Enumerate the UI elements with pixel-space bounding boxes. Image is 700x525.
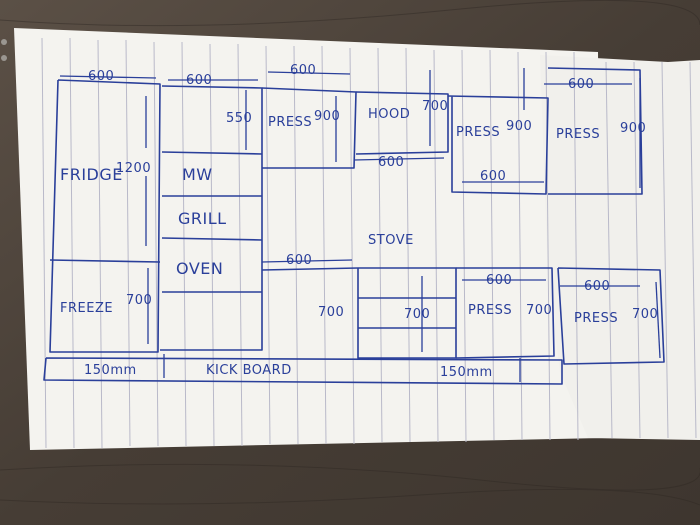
label-kickboard: KICK BOARD	[206, 363, 292, 378]
paper-sheet	[14, 28, 602, 450]
cabinet-outlines	[43, 67, 665, 385]
label-press-3: PRESS	[556, 127, 600, 142]
binder-holes	[1, 39, 7, 61]
label-freeze: FREEZE	[60, 301, 113, 316]
dim-fridge-width: 600	[88, 69, 114, 84]
wood-grain	[0, 0, 700, 506]
dim-press-right-height: 700	[632, 307, 658, 322]
dim-drawers-height: 700	[404, 307, 430, 322]
dim-press-2-width: 600	[480, 169, 506, 184]
dim-press-base-height: 700	[526, 303, 552, 318]
dim-kick-left: 150mm	[84, 363, 137, 378]
dim-press-2-height: 900	[506, 119, 532, 134]
dim-press-1-height: 900	[314, 109, 340, 124]
label-mw: MW	[182, 165, 213, 184]
label-press-1: PRESS	[268, 115, 312, 130]
dim-fridge-height: 1200	[116, 161, 151, 176]
paper-piece-right	[540, 55, 700, 440]
dim-press-right-width: 600	[584, 279, 610, 294]
dim-freeze-height: 700	[126, 293, 152, 308]
label-grill: GRILL	[178, 209, 227, 228]
dimension-arrows	[59, 68, 661, 382]
dim-hood-height: 700	[422, 99, 448, 114]
dim-stove-width: 600	[286, 253, 312, 268]
label-oven: OVEN	[176, 259, 223, 278]
label-fridge: FRIDGE	[60, 165, 123, 184]
dim-press-3-height: 900	[620, 121, 646, 136]
label-press-right: PRESS	[574, 311, 618, 326]
dim-press-base-width: 600	[486, 273, 512, 288]
label-hood: HOOD	[368, 107, 410, 122]
label-press-base: PRESS	[468, 303, 512, 318]
handwritten-labels: 600 600 600 550 PRESS 900 HOOD 700 600 P…	[60, 63, 658, 380]
dim-mw-height: 550	[226, 111, 252, 126]
dim-press-width: 600	[290, 63, 316, 78]
dim-hood-width: 600	[378, 155, 404, 170]
dim-stove-height: 700	[318, 305, 344, 320]
label-stove: STOVE	[368, 233, 414, 248]
label-press-2: PRESS	[456, 125, 500, 140]
dim-press-3-width: 600	[568, 77, 594, 92]
dim-mw-width: 600	[186, 73, 212, 88]
ruled-lines	[41, 37, 697, 449]
dim-kick-right: 150mm	[440, 365, 493, 380]
